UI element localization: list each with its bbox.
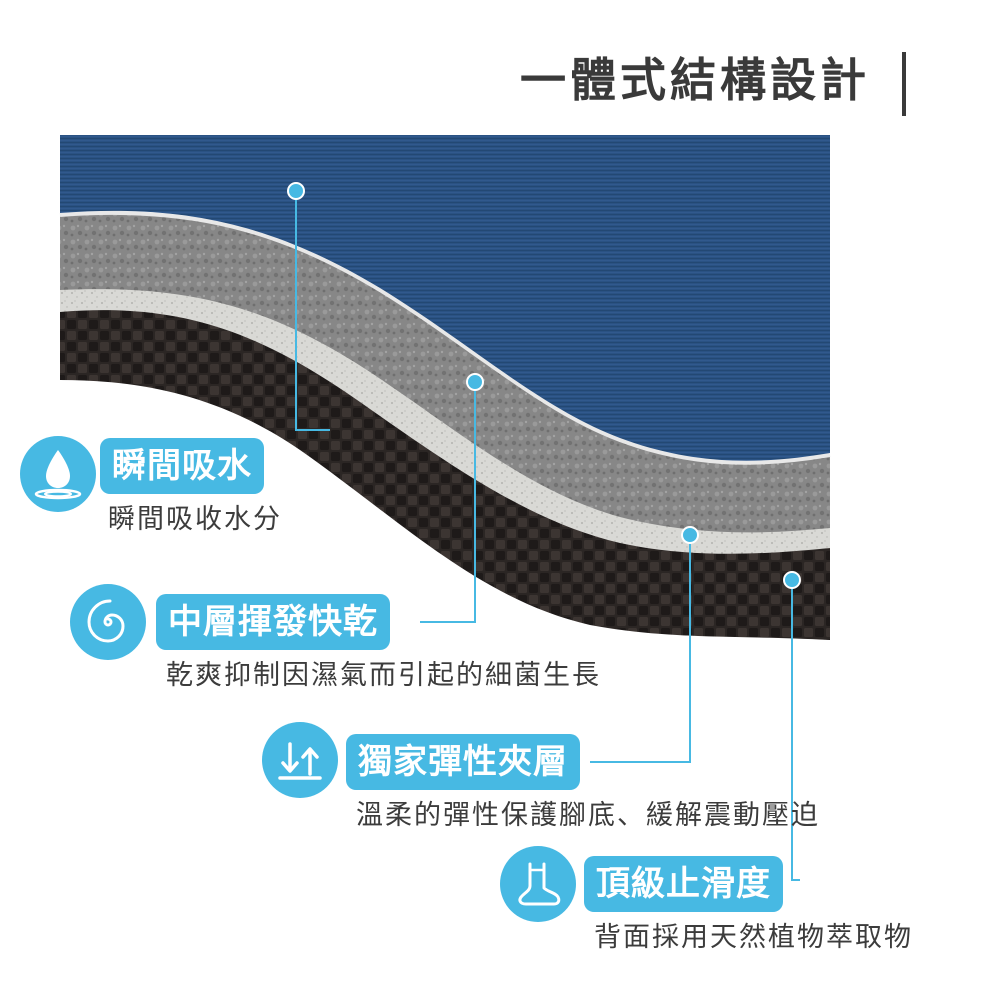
callout-line-2 (420, 382, 476, 623)
swirl-icon (70, 584, 146, 660)
arrows-up-down-icon (262, 722, 338, 798)
water-drop-icon (20, 436, 96, 512)
callout-line-1 (295, 191, 330, 431)
callout-dot-4 (783, 571, 801, 589)
feature-title-2: 中層揮發快乾 (156, 594, 390, 650)
feature-description-4: 背面採用天然植物萃取物 (594, 922, 913, 953)
middle-layer (60, 212, 830, 533)
feature-description-1: 瞬間吸收水分 (108, 504, 282, 535)
callout-dot-2 (466, 373, 484, 391)
feature-description-3: 溫柔的彈性保護腳底、緩解震動壓迫 (356, 800, 820, 831)
page-title: 一體式結構設計 (520, 53, 870, 107)
feature-title-1: 瞬間吸水 (100, 438, 264, 494)
title-divider (902, 52, 906, 116)
callout-lines (295, 191, 800, 881)
callout-dot-3 (681, 526, 699, 544)
top-layer (60, 135, 830, 461)
callout-line-4 (791, 580, 800, 881)
middle-layer-edge (59, 210, 831, 465)
feature-description-2: 乾爽抑制因濕氣而引起的細菌生長 (166, 660, 601, 691)
callout-line-3 (590, 535, 691, 763)
callout-dot-1 (287, 182, 305, 200)
feature-title-4: 頂級止滑度 (584, 856, 783, 912)
foot-icon (500, 846, 576, 922)
feature-title-3: 獨家彈性夾層 (346, 734, 580, 790)
callout-dots (287, 182, 801, 589)
bottom-layer (60, 308, 830, 640)
